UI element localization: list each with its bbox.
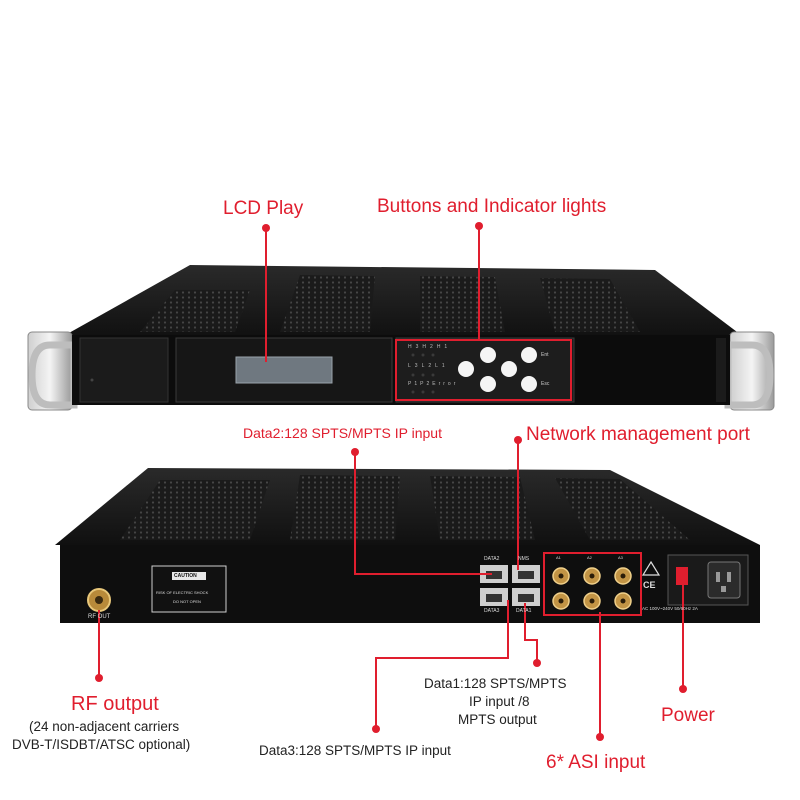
asi-highlight-box <box>543 552 642 616</box>
power-switch <box>676 567 688 585</box>
esc-button <box>521 376 537 392</box>
left-handle <box>28 341 78 409</box>
lcd-play-label: LCD Play <box>223 198 304 219</box>
power-label: Power <box>661 705 715 726</box>
power-rating-text: AC 100V~240V 50/60Hz 2A <box>642 606 698 611</box>
esc-label: Esc <box>541 381 550 387</box>
asi-label-a3: A3 <box>618 555 623 560</box>
data2-dot <box>351 448 359 456</box>
left-button <box>458 361 474 377</box>
rf-output-label: RF output <box>71 693 159 715</box>
data1-dot <box>533 659 541 667</box>
led-row1-text: H3H2H1 <box>408 344 452 350</box>
iec-socket <box>707 561 741 599</box>
caution-line1: RISK OF ELECTRIC SHOCK <box>156 590 209 595</box>
rf-dot <box>95 674 103 682</box>
buttons-lights-label: Buttons and Indicator lights <box>377 196 607 217</box>
caution-title: CAUTION <box>174 573 197 579</box>
data3-label: Data3:128 SPTS/MPTS IP input <box>259 743 451 758</box>
rf-detail-line2: DVB-T/ISDBT/ATSC optional) <box>12 737 191 752</box>
buttons-dot <box>475 222 483 230</box>
nms-port-text: NMS <box>518 556 530 562</box>
leader-lines <box>98 226 684 738</box>
asi-dot <box>596 733 604 741</box>
down-button <box>480 376 496 392</box>
nms-port-label: Network management port <box>526 424 750 445</box>
nms-dot <box>514 436 522 444</box>
ce-mark: CE <box>643 580 656 590</box>
led-row2-text: L3L2L1 <box>408 363 449 369</box>
asi-label-a2: A2 <box>587 555 592 560</box>
data2-label: Data2:128 SPTS/MPTS IP input <box>243 425 442 441</box>
buttons-highlight-box <box>395 339 572 401</box>
ent-label: Ent <box>541 352 549 358</box>
lcd-screen <box>235 356 333 384</box>
asi-label-a1: A1 <box>556 555 561 560</box>
led-row3-text: P1P2Error <box>408 381 459 387</box>
right-handle <box>724 341 774 409</box>
lcd-play-dot <box>262 224 270 232</box>
data1-line2: IP input /8 <box>469 694 530 709</box>
data2-port-text: DATA2 <box>484 556 500 562</box>
front-unit <box>27 265 775 411</box>
rear-unit <box>55 468 760 623</box>
data1-line1: Data1:128 SPTS/MPTS <box>424 676 567 691</box>
up-button <box>480 347 496 363</box>
power-dot <box>679 685 687 693</box>
asi-input-label: 6* ASI input <box>546 752 646 773</box>
ent-button <box>521 347 537 363</box>
rf-out-text: RF OUT <box>88 614 111 620</box>
rf-detail-line1: (24 non-adjacent carriers <box>29 719 180 734</box>
caution-line2: DO NOT OPEN <box>173 599 201 604</box>
data3-dot <box>372 725 380 733</box>
data3-port-text: DATA3 <box>484 608 500 614</box>
data1-line3: MPTS output <box>458 712 537 727</box>
right-button <box>501 361 517 377</box>
asi-connectors <box>552 567 632 610</box>
data1-port-text: DATA1 <box>516 608 532 614</box>
